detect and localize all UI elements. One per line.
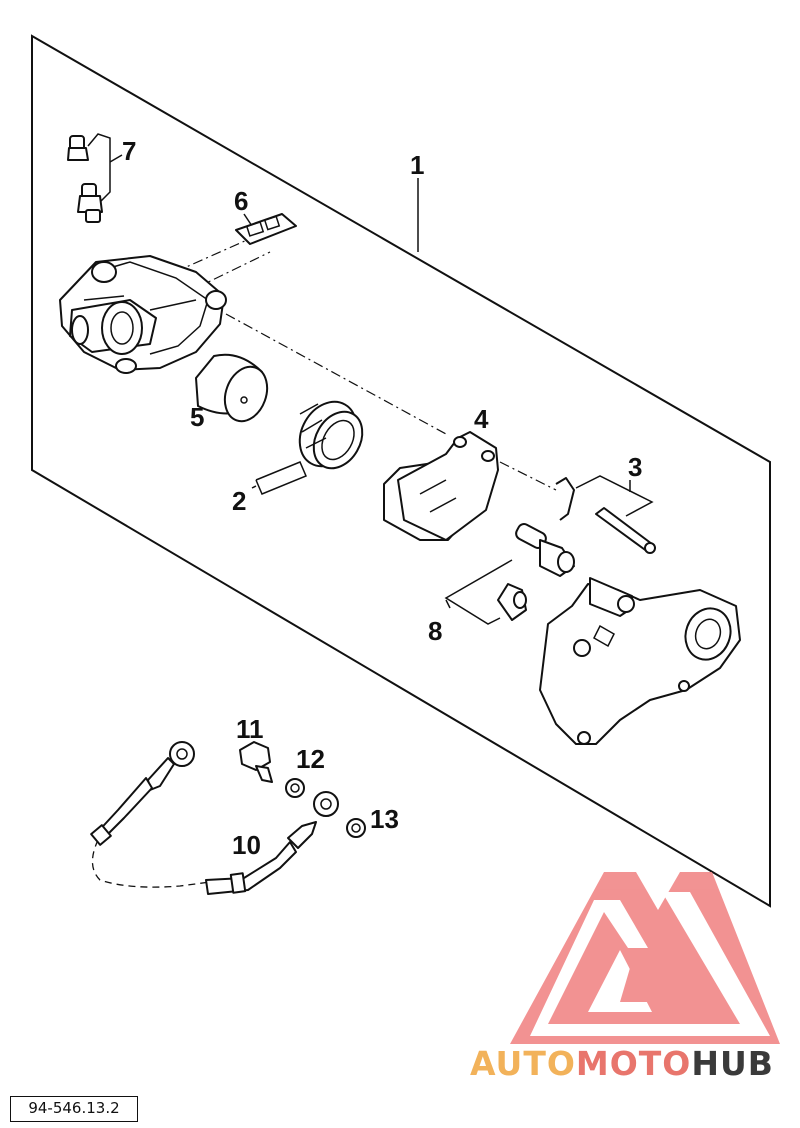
callout-5: 5 — [190, 402, 204, 432]
callout-12: 12 — [296, 744, 325, 774]
piston-part-5 — [195, 353, 269, 423]
callout-6: 6 — [234, 186, 248, 216]
caliper-bracket — [539, 577, 741, 745]
callout-11: 11 — [236, 714, 264, 744]
caliper-body — [59, 255, 227, 374]
brand-part-auto: AUTO — [470, 1044, 576, 1083]
callout-8: 8 — [428, 616, 442, 646]
leader-lines — [87, 133, 654, 625]
slide-pins-part-8 — [497, 523, 575, 621]
pad-spring-part-6 — [235, 213, 297, 245]
brand-part-hub: HUB — [691, 1044, 774, 1083]
assembly-frame — [31, 34, 771, 908]
brand-part-moto: MOTO — [575, 1044, 692, 1083]
washer-part-12 — [285, 778, 305, 798]
brake-hose-part-10 — [90, 741, 339, 895]
automotohub-logo — [510, 872, 780, 1044]
callout-3: 3 — [628, 452, 642, 482]
assembly-axis-lines — [174, 235, 557, 491]
callout-4: 4 — [474, 404, 489, 434]
brake-pads-part-4 — [383, 431, 499, 541]
callout-2: 2 — [232, 486, 246, 516]
document-code: 94-546.13.2 — [10, 1096, 138, 1122]
seal-kit-part-2 — [298, 400, 364, 470]
washer-part-13 — [346, 818, 366, 838]
banjo-bolt-part-11 — [239, 741, 273, 783]
automotohub-wordmark: AUTOMOTOHUB — [470, 1044, 774, 1083]
sealing-washers — [285, 778, 366, 838]
callout-10: 10 — [232, 830, 261, 860]
bleed-screw-part-7 — [67, 135, 103, 223]
callout-7: 7 — [122, 136, 136, 166]
pad-pin-part-3 — [555, 477, 656, 554]
callout-labels: 1 2 3 4 5 6 7 8 10 11 12 13 — [122, 136, 642, 860]
callout-13: 13 — [370, 804, 399, 834]
callout-1: 1 — [410, 150, 424, 180]
